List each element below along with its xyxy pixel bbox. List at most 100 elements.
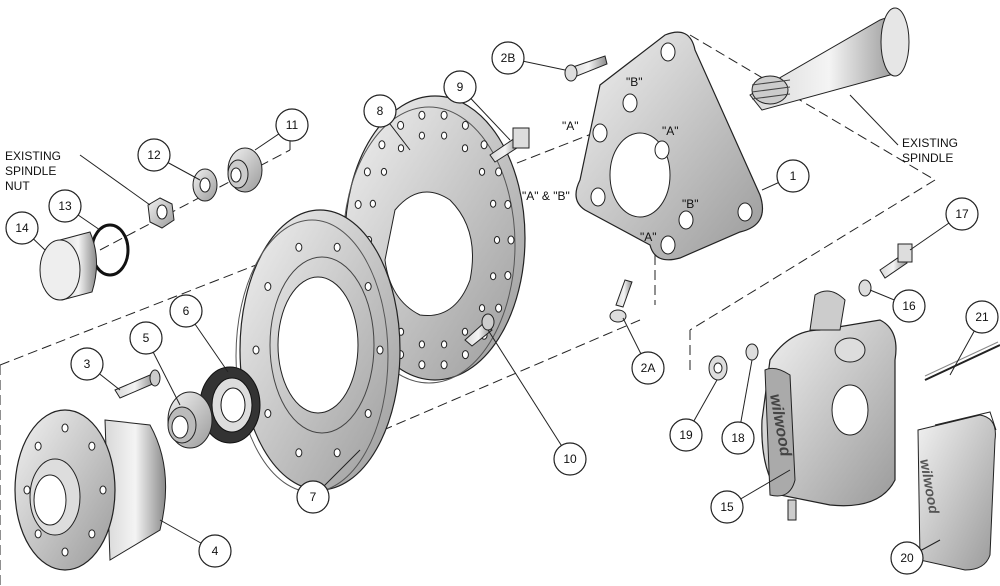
callout-number: 13 <box>58 199 72 213</box>
callout-number: 21 <box>975 310 989 324</box>
washer-16 <box>858 279 872 297</box>
callout-circle <box>296 480 330 514</box>
hub <box>14 409 167 571</box>
hat-bolt-hole <box>333 242 341 252</box>
callout-circle <box>776 159 810 193</box>
inner-bearing <box>167 391 213 449</box>
label-bracket-b2: "B" <box>682 197 699 211</box>
callout-circle <box>892 289 926 323</box>
hub-stud-hole <box>99 485 107 495</box>
rotor-drill-hole <box>418 360 426 370</box>
label-bracket-a1: "A" <box>562 119 579 133</box>
callout-21: 21 <box>949 300 999 376</box>
callout-number: 20 <box>900 551 914 565</box>
callout-1: 1 <box>761 159 810 193</box>
rotor-drill-hole <box>418 110 426 120</box>
rotor-drill-hole <box>418 131 426 140</box>
leader-line <box>487 329 571 460</box>
hub-stud-hole <box>23 485 31 495</box>
rotor-drill-hole <box>507 235 515 245</box>
caliper-15: wilwood <box>761 290 897 521</box>
washer-12 <box>192 168 218 202</box>
rotor-drill-hole <box>397 144 405 153</box>
callout-circle <box>275 108 309 142</box>
caliper-bracket <box>575 31 764 261</box>
callout-circle <box>710 490 744 524</box>
callout-circle <box>169 294 203 328</box>
grease-seal <box>199 366 261 444</box>
label-bracket-a2: "A" <box>662 124 679 138</box>
callout-14: 14 <box>5 211 46 251</box>
callout-20: 20 <box>890 539 941 575</box>
hat-bolt-hole <box>364 282 372 292</box>
callout-circle <box>945 197 979 231</box>
callout-circle <box>48 189 82 223</box>
spindle-nut <box>147 197 175 229</box>
callout-circle <box>553 442 587 476</box>
rotor-drill-hole <box>461 144 469 153</box>
washer-18 <box>745 343 759 361</box>
callout-7: 7 <box>296 449 361 514</box>
callout-circle <box>198 534 232 568</box>
rotor-drill-hole <box>480 140 488 150</box>
rotor-drill-hole <box>461 120 469 130</box>
rotor-drill-hole <box>369 199 376 208</box>
hat-bolt-hole <box>295 448 303 458</box>
bolt-17 <box>879 243 913 279</box>
rotor-drill-hole <box>380 167 388 176</box>
callout-9: 9 <box>443 70 511 141</box>
rotor-drill-hole <box>418 340 426 349</box>
washer-19 <box>708 355 728 381</box>
callout-number: 1 <box>790 169 797 183</box>
callout-circle <box>491 41 525 75</box>
label-bracket-b1: "B" <box>626 75 643 89</box>
callout-19: 19 <box>669 379 718 452</box>
rotor-drill-hole <box>363 167 371 177</box>
callout-circle <box>363 94 397 128</box>
o-ring-13 <box>90 223 130 277</box>
label-spindle-nut-3: NUT <box>5 179 30 193</box>
label-spindle-nut-2: SPINDLE <box>5 164 56 178</box>
rotor-drill-hole <box>493 236 501 244</box>
callout-15: 15 <box>710 469 791 524</box>
callout-number: 16 <box>902 299 916 313</box>
callout-circle <box>137 138 171 172</box>
centerlines <box>0 34 936 586</box>
existing-spindle <box>749 7 910 111</box>
callout-11: 11 <box>254 108 309 151</box>
callout-number: 18 <box>731 431 745 445</box>
rotor-drill-hole <box>504 200 512 210</box>
hat-bolt-hole <box>364 408 372 418</box>
callout-number: 11 <box>286 118 299 132</box>
rotor-drill-hole <box>461 350 469 360</box>
callout-number: 15 <box>720 500 734 514</box>
callout-number: 2B <box>501 51 516 65</box>
rotor-drill-hole <box>495 167 503 177</box>
callout-13: 13 <box>48 189 101 231</box>
callout-circle <box>5 211 39 245</box>
hub-stud-hole <box>61 423 69 433</box>
rotor-drill-hole <box>490 272 497 281</box>
callout-number: 10 <box>563 452 577 466</box>
rotor-drill-hole <box>354 200 362 210</box>
rotor-drill-hole <box>490 199 497 208</box>
callout-3: 3 <box>70 347 121 391</box>
label-spindle-nut-1: EXISTING <box>5 149 61 163</box>
callout-number: 4 <box>212 544 219 558</box>
callout-number: 2A <box>641 361 656 375</box>
bolt-2b <box>564 55 608 82</box>
callout-12: 12 <box>137 138 201 181</box>
bolt-9 <box>489 127 530 163</box>
rotor-drill-hole <box>397 120 405 130</box>
callout-number: 19 <box>679 428 693 442</box>
rotor-drill-hole <box>440 340 448 349</box>
callout-2b: 2B <box>491 41 566 75</box>
hub-stud-hole <box>34 529 42 539</box>
brake-pads-20: wilwood <box>917 411 997 571</box>
callout-8: 8 <box>363 94 411 151</box>
rotor-hat <box>235 209 401 493</box>
callout-number: 12 <box>147 148 161 162</box>
callout-number: 6 <box>183 304 190 318</box>
callout-circle <box>965 300 999 334</box>
